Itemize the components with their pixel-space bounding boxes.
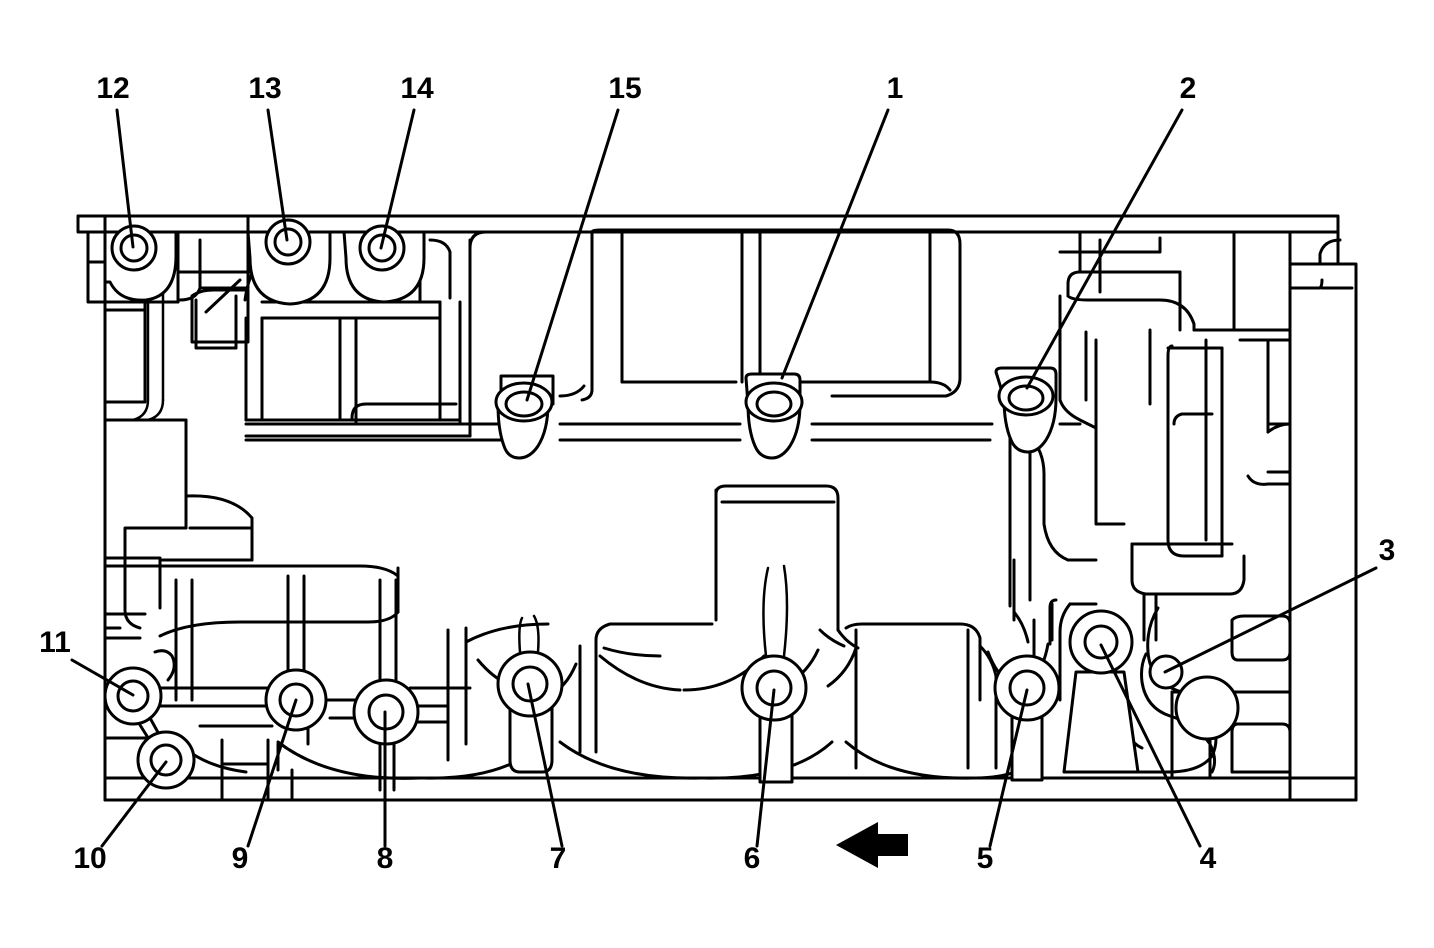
leader-line-3 xyxy=(1163,566,1378,674)
leader-line-13 xyxy=(266,108,289,242)
bolt-boss-13 xyxy=(246,218,332,306)
right-mid-structure xyxy=(1130,328,1292,596)
leader-line-4 xyxy=(1099,643,1202,848)
callout-layer: 1 2 3 4 5 6 7 8 9 10 11 12 13 14 15 xyxy=(39,72,1395,875)
upper-shelf xyxy=(244,422,1082,442)
callout-label-1: 1 xyxy=(887,72,904,105)
left-chamber xyxy=(103,418,254,630)
right-upper-structure xyxy=(1058,230,1354,526)
callout-label-5: 5 xyxy=(977,842,994,875)
callout-label-7: 7 xyxy=(550,842,567,875)
callout-label-6: 6 xyxy=(744,842,761,875)
bolt-boss-10 xyxy=(136,730,196,790)
leader-line-15 xyxy=(525,108,620,402)
left-edge-detail xyxy=(103,612,147,630)
callout-label-14: 14 xyxy=(400,72,434,105)
callout-label-15: 15 xyxy=(608,72,641,105)
center-cavity xyxy=(558,228,962,402)
callout-label-4: 4 xyxy=(1200,842,1217,875)
leader-line-10 xyxy=(100,760,168,848)
leader-line-9 xyxy=(246,698,298,848)
bolt-boss-6 xyxy=(740,564,808,784)
leader-line-2 xyxy=(1025,108,1184,390)
leader-line-11 xyxy=(70,658,135,697)
callout-label-11: 11 xyxy=(39,626,71,659)
front-of-engine-arrow xyxy=(836,822,908,868)
leader-line-6 xyxy=(755,688,776,848)
bolt-boss-4 xyxy=(1062,609,1140,774)
leader-line-1 xyxy=(780,108,890,380)
oval-boss-2 xyxy=(994,366,1058,454)
leader-line-7 xyxy=(526,682,564,848)
callout-label-8: 8 xyxy=(377,842,394,875)
leader-line-14 xyxy=(379,108,416,250)
leader-line-5 xyxy=(988,688,1029,848)
callout-label-2: 2 xyxy=(1180,72,1197,105)
callout-label-9: 9 xyxy=(232,842,249,875)
callout-label-12: 12 xyxy=(96,72,129,105)
callout-label-13: 13 xyxy=(248,72,281,105)
mid-shelf-band xyxy=(103,564,1050,698)
oval-boss-1 xyxy=(744,372,804,460)
leader-line-12 xyxy=(115,108,135,249)
crank-bay-scallops xyxy=(174,738,1034,780)
bolt-boss-12 xyxy=(103,224,178,302)
bolt-boss-5 xyxy=(993,654,1061,782)
right-vertical-rib xyxy=(1008,434,1098,702)
bolt-boss-11 xyxy=(103,649,176,746)
oval-boss-15 xyxy=(494,374,555,460)
callout-label-10: 10 xyxy=(73,842,106,875)
callout-label-3: 3 xyxy=(1379,534,1396,567)
